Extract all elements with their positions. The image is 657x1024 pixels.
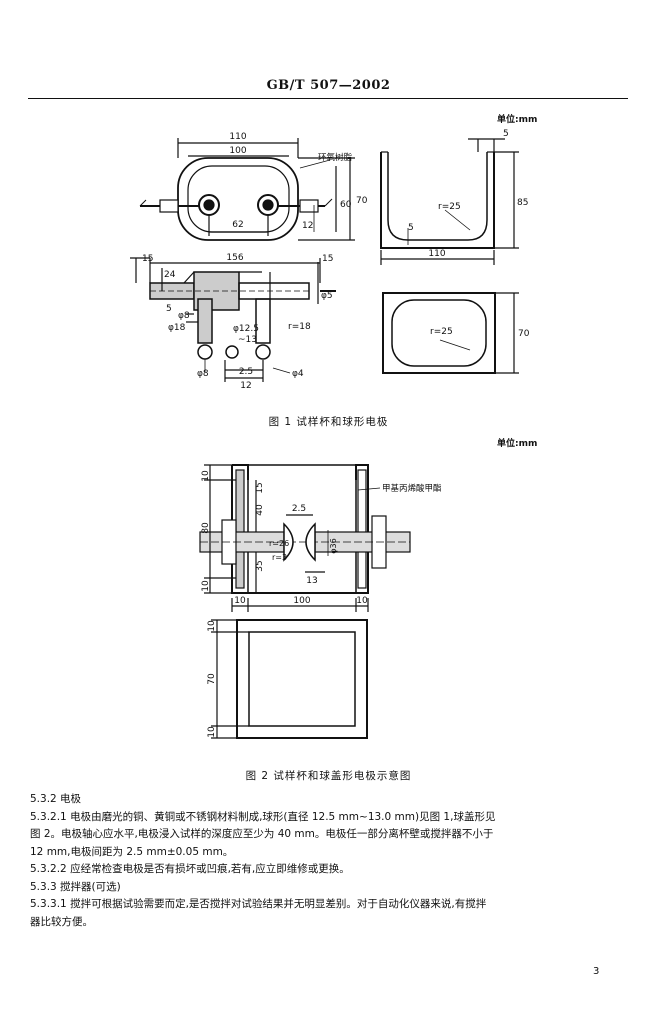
fig2-dim-10-a: 10 — [234, 596, 246, 606]
fig1-dim-15-right: 15 — [322, 254, 333, 264]
fig2-dim-80: 80 — [201, 522, 211, 534]
fig1-radius-25-bottom: r=25 — [430, 327, 453, 337]
figure2-drawing: 甲基丙烯酸甲酯 10 15 40 80 35 10 2.5 r=26 r=3 φ… — [199, 464, 442, 739]
figure2-unit-label: 单位:mm — [497, 439, 538, 449]
fig2-pmma-label: 甲基丙烯酸甲酯 — [382, 483, 442, 494]
fig1-dim-5-inner: 5 — [408, 223, 414, 233]
page-number: 3 — [593, 966, 600, 977]
fig1-phi4: φ4 — [292, 369, 304, 379]
section-body: 5.3.2 电极 5.3.2.1 电极由磨光的铜、黄铜或不锈钢材料制成,球形(直… — [30, 791, 630, 931]
heading-5-3-2: 5.3.2 电极 — [30, 793, 82, 805]
figure1-caption: 图 1 试样杯和球形电极 — [268, 416, 389, 428]
paragraph-line: 图 2。电极轴心应水平,电极浸入试样的深度应至少为 40 mm。电极任一部分离杯… — [30, 828, 494, 840]
fig2-phi36: φ36 — [329, 538, 338, 553]
paragraph-line: 5.3.2.1 电极由磨光的铜、黄铜或不锈钢材料制成,球形(直径 12.5 mm… — [30, 810, 496, 823]
fig1-dim-15-left: 15 — [142, 254, 153, 264]
fig2-dim-35: 35 — [255, 560, 265, 571]
fig2-dim-10-c: 10 — [207, 620, 217, 632]
fig1-dim-110-side: 110 — [428, 249, 445, 259]
fig1-resin-label: 环氧树脂 — [318, 152, 353, 163]
paragraph-line: 5.3.3.1 搅拌可根据试验需要而定,是否搅拌对试验结果并无明显差别。对于自动… — [30, 898, 487, 910]
fig2-dim-2-5: 2.5 — [292, 504, 306, 514]
fig2-dim-10-top: 10 — [201, 470, 211, 482]
paragraph-line: 器比较方便。 — [30, 915, 93, 928]
figure2-caption: 图 2 试样杯和球盖形电极示意图 — [245, 770, 412, 782]
fig1-dim-62: 62 — [232, 220, 243, 230]
page-header: GB/T 507—2002 — [266, 78, 391, 93]
fig2-dim-10-d: 10 — [207, 726, 217, 738]
fig2-dim-15: 15 — [255, 482, 265, 493]
fig1-phi18: φ18 — [168, 323, 186, 333]
fig2-radius-26: r=26 — [269, 539, 289, 548]
header-rule — [28, 98, 628, 99]
fig1-dim-13: ~13 — [238, 335, 257, 345]
fig2-dim-10-bottom: 10 — [201, 580, 211, 592]
fig2-dim-100: 100 — [293, 596, 310, 606]
fig1-dim-5-mid: 5 — [166, 304, 172, 314]
fig1-dim-2-5: 2.5 — [239, 367, 253, 377]
fig1-dim-12-b: 12 — [240, 381, 251, 391]
figure1-drawing: 110 100 62 70 60 12 环氧树脂 5 85 r=25 5 110… — [130, 129, 530, 391]
fig1-dim-100: 100 — [229, 146, 246, 156]
fig1-phi12-5: φ12.5 — [233, 324, 259, 334]
fig1-dim-24: 24 — [164, 270, 176, 280]
fig1-dim-156: 156 — [226, 253, 243, 263]
ball-electrode-right — [255, 344, 271, 360]
cup-outer-outline — [177, 157, 299, 241]
fig1-phi5: φ5 — [321, 291, 333, 301]
fig1-dim-60: 60 — [340, 200, 352, 210]
fig1-phi8: φ8 — [178, 311, 190, 321]
fig1-radius-25-side: r=25 — [438, 202, 461, 212]
paragraph-line: 12 mm,电极间距为 2.5 mm±0.05 mm。 — [30, 845, 234, 858]
paragraph-5-3-2-2: 5.3.2.2 应经常检查电极是否有损坏或凹痕,若有,应立即维修或更换。 — [30, 863, 350, 875]
fig1-dim-70-bottom: 70 — [518, 329, 530, 339]
fig1-dim-5: 5 — [503, 129, 509, 139]
fig2-radius-3: r=3 — [272, 553, 287, 562]
ball-electrode-left — [197, 344, 213, 360]
fig1-dim-70: 70 — [356, 196, 368, 206]
fig2-dim-10-b: 10 — [356, 596, 368, 606]
fig2-dim-13: 13 — [306, 576, 317, 586]
fig1-radius-18: r=18 — [288, 322, 311, 332]
heading-5-3-3: 5.3.3 搅拌器(可选) — [30, 880, 121, 893]
fig1-dim-12: 12 — [302, 221, 313, 231]
fig2-dim-70: 70 — [207, 673, 217, 685]
fig1-phi8-b: φ8 — [197, 369, 209, 379]
fig2-dim-40: 40 — [255, 504, 265, 516]
fig1-dim-110: 110 — [229, 132, 246, 142]
fig1-dim-85: 85 — [517, 198, 528, 208]
figure1-unit-label: 单位:mm — [497, 115, 538, 125]
